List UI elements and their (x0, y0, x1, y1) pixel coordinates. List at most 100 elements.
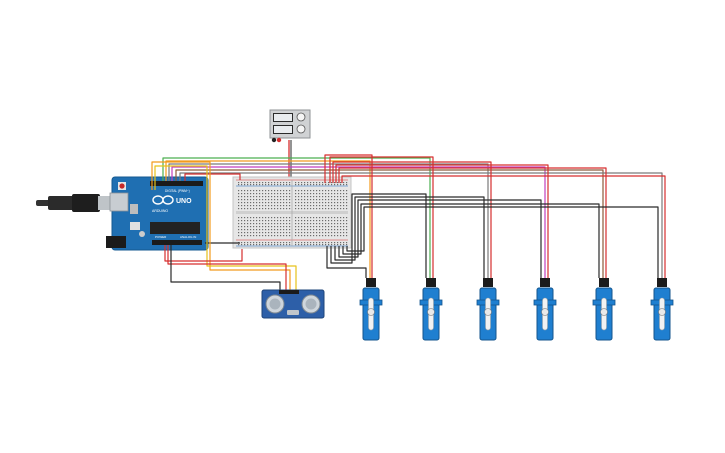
servo-motor-icon[interactable] (419, 278, 443, 341)
breadboard-hole (310, 217, 312, 219)
breadboard-hole (274, 244, 276, 246)
servo-motor-icon[interactable] (533, 278, 557, 341)
breadboard-hole (253, 232, 255, 234)
breadboard-hole (277, 229, 279, 231)
breadboard-hole (310, 226, 312, 228)
breadboard-hole (331, 217, 333, 219)
breadboard-hole (265, 182, 267, 184)
breadboard-hole (271, 202, 273, 204)
breadboard-hole (250, 220, 252, 222)
breadboard-hole (268, 244, 270, 246)
servo-hub (484, 308, 492, 316)
breadboard-hole (301, 235, 303, 237)
breadboard-hole (325, 190, 327, 192)
breadboard-hole (304, 232, 306, 234)
breadboard-hole (304, 226, 306, 228)
breadboard-hole (307, 229, 309, 231)
breadboard-hole (322, 217, 324, 219)
breadboard-hole (244, 190, 246, 192)
breadboard-hole (274, 184, 276, 186)
servo-motor-icon[interactable] (650, 278, 674, 341)
breadboard-hole (343, 217, 345, 219)
breadboard-hole (286, 220, 288, 222)
breadboard-hole (310, 232, 312, 234)
breadboard-hole (343, 232, 345, 234)
breadboard-hole (271, 182, 273, 184)
breadboard-hole (259, 217, 261, 219)
breadboard-hole (340, 205, 342, 207)
breadboard-hole (304, 220, 306, 222)
servo-motor-icon[interactable] (359, 278, 383, 341)
breadboard-hole (256, 202, 258, 204)
breadboard-hole (262, 226, 264, 228)
breadboard-hole (271, 232, 273, 234)
power-supply-icon[interactable] (269, 109, 311, 143)
breadboard-hole (313, 220, 315, 222)
breadboard-hole (337, 199, 339, 201)
breadboard-hole (307, 196, 309, 198)
breadboard-hole (328, 229, 330, 231)
breadboard-hole (238, 199, 240, 201)
breadboard-hole (247, 196, 249, 198)
breadboard-hole (322, 229, 324, 231)
breadboard-hole (247, 208, 249, 210)
breadboard-hole (307, 193, 309, 195)
breadboard-hole (340, 232, 342, 234)
breadboard-hole (286, 208, 288, 210)
servo-group (359, 278, 674, 341)
breadboard-hole (265, 190, 267, 192)
servo-motor-icon[interactable] (476, 278, 500, 341)
breadboard-hole (247, 229, 249, 231)
arduino-uno-board[interactable]: UNO ARDUINO DIGITAL (PWM~) POWER ANALOG … (106, 176, 209, 251)
breadboard-hole (286, 242, 288, 244)
servo-motor-icon[interactable] (592, 278, 616, 341)
servo-connector (483, 278, 493, 287)
breadboard-hole (310, 229, 312, 231)
breadboard-hole (238, 193, 240, 195)
breadboard-hole (298, 193, 300, 195)
breadboard-hole (241, 244, 243, 246)
breadboard-hole (340, 196, 342, 198)
breadboard-hole (301, 193, 303, 195)
breadboard-hole (316, 193, 318, 195)
breadboard-hole (316, 196, 318, 198)
breadboard-hole (265, 199, 267, 201)
breadboard-hole (271, 208, 273, 210)
breadboard-hole (277, 193, 279, 195)
breadboard-hole (316, 208, 318, 210)
breadboard-hole (241, 223, 243, 225)
breadboard-hole (259, 205, 261, 207)
breadboard-hole (286, 199, 288, 201)
breadboard-hole (298, 184, 300, 186)
breadboard-hole (256, 229, 258, 231)
breadboard-hole (304, 202, 306, 204)
breadboard-hole (289, 220, 291, 222)
breadboard-hole (301, 205, 303, 207)
breadboard-hole (238, 232, 240, 234)
breadboard-hole (265, 205, 267, 207)
breadboard-icon[interactable] (232, 176, 352, 249)
breadboard-hole (259, 190, 261, 192)
breadboard-hole (244, 235, 246, 237)
breadboard-hole (343, 199, 345, 201)
breadboard-hole (283, 244, 285, 246)
breadboard-hole (286, 193, 288, 195)
breadboard-hole (286, 205, 288, 207)
breadboard-hole (343, 244, 345, 246)
breadboard-hole (313, 202, 315, 204)
breadboard-hole (241, 242, 243, 244)
breadboard-hole (313, 184, 315, 186)
breadboard-hole (265, 235, 267, 237)
breadboard-hole (256, 242, 258, 244)
breadboard-hole (256, 193, 258, 195)
breadboard-hole (334, 208, 336, 210)
breadboard-hole (319, 232, 321, 234)
breadboard-hole (316, 217, 318, 219)
breadboard-hole (346, 220, 348, 222)
ultrasonic-sensor-icon[interactable] (261, 289, 325, 319)
breadboard-hole (313, 242, 315, 244)
breadboard-hole (256, 226, 258, 228)
breadboard-hole (316, 220, 318, 222)
breadboard-hole (256, 220, 258, 222)
breadboard-hole (331, 244, 333, 246)
